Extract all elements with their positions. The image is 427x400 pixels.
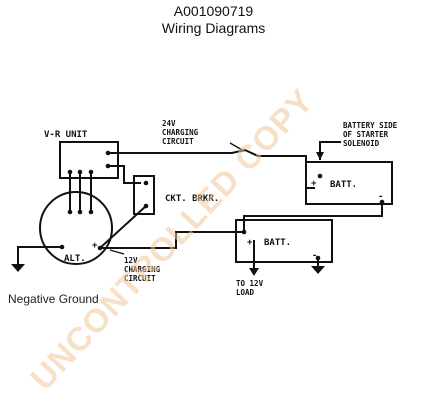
battery-upper-label: BATT. [330, 180, 357, 190]
label-pointer-24v [229, 142, 245, 152]
battery-side-line3: SOLENOID [343, 139, 380, 148]
wire-battery-series [243, 202, 383, 232]
negative-ground-caption: Negative Ground [8, 292, 99, 306]
wire-12v-charging [100, 231, 244, 249]
battery-side-line2: OF STARTER [343, 130, 389, 139]
battery-lower-plus: + [247, 238, 253, 248]
battery-upper-box [305, 161, 393, 205]
label-pointer-12v [109, 249, 125, 255]
vr-unit-label: V-R UNIT [44, 130, 88, 140]
battery-lower-minus: - [312, 251, 317, 261]
alt-plus-label: + [92, 241, 98, 251]
battery-upper-plus: + [311, 179, 317, 189]
battery-side-line1: BATTERY SIDE [343, 121, 398, 130]
load-line2: LOAD [236, 288, 255, 297]
battery-upper-pos-terminal [317, 173, 323, 179]
alternator-circle [39, 191, 113, 265]
breaker-terminal-top [143, 180, 149, 186]
battery-lower-label: BATT. [264, 238, 291, 248]
document-id: A001090719 [173, 3, 254, 19]
load-line1: TO 12V [236, 279, 264, 288]
wire-vr-to-breaker [108, 165, 141, 184]
vr-unit-box [59, 141, 119, 179]
charging-24v-line2: CHARGING [162, 128, 199, 137]
charging-12v-line3: CIRCUIT [124, 274, 156, 283]
ground-icon-left [11, 264, 25, 272]
battery-lower-pos-terminal [241, 229, 247, 235]
wire-breaker-to-alt [99, 205, 147, 249]
load-arrow-icon [249, 268, 259, 276]
battery-lower-box [235, 219, 333, 263]
ckt-brkr-label: CKT. BRKR. [165, 194, 219, 204]
alt-label: ALT. [64, 254, 86, 264]
wire-alt-ground [17, 246, 62, 264]
charging-12v-line1: 12V [124, 256, 138, 265]
page-title: Wiring Diagrams [161, 20, 266, 36]
charging-12v-line2: CHARGING [124, 265, 161, 274]
charging-24v-line1: 24V [162, 119, 176, 128]
solenoid-arrow-icon [316, 152, 324, 160]
ground-icon-right [311, 266, 325, 274]
charging-24v-line3: CIRCUIT [162, 137, 194, 146]
battery-upper-minus: - [378, 192, 383, 202]
circuit-breaker-box [133, 175, 155, 215]
wire-starter-solenoid [319, 141, 341, 160]
